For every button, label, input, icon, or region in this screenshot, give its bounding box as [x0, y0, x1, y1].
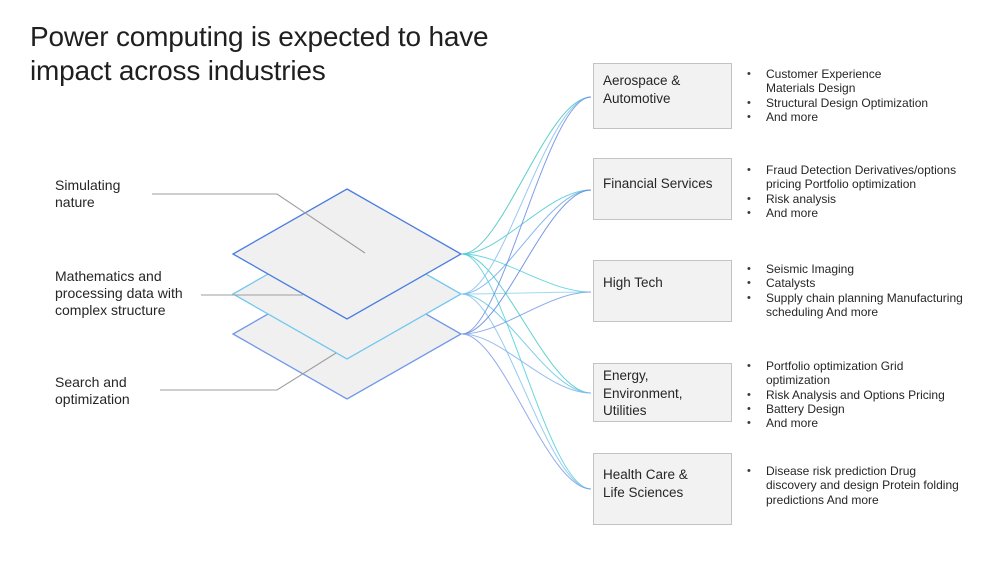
bullet-text: And more [766, 205, 819, 220]
connection-line [461, 253, 592, 394]
leader-line-simulating-nature [152, 193, 366, 254]
bullet-text: Seismic Imaging [766, 262, 855, 276]
bullet-text: And more [766, 109, 819, 124]
bullet-dot-icon: • [747, 96, 751, 109]
connection-line [461, 96, 592, 295]
bullet-text: Structural Design Optimization [766, 95, 929, 110]
concept-label-mathematics-complex-data: Mathematics and processing data with com… [55, 268, 183, 318]
bullet-dot-icon: • [747, 465, 751, 477]
bullet-item: • Battery Design [742, 402, 984, 416]
industry-box-high-tech: High Tech [593, 260, 732, 322]
bullet-item: • Supply chain planning Manufacturing sch… [742, 291, 984, 320]
bullet-item: • Risk Analysis and Options Pricing [742, 388, 984, 402]
bullet-item: • Fraud Detection Derivatives/options pri… [742, 163, 984, 192]
bullet-dot-icon: • [747, 110, 751, 123]
bullet-item: • Catalysts [742, 276, 984, 290]
bullet-item: • Risk analysis [742, 192, 984, 206]
bullet-dot-icon: • [747, 164, 751, 176]
industry-box-energy-environment-utilities: Energy, Environment, Utilities [593, 363, 732, 422]
industry-box-aerospace-automotive: Aerospace & Automotive [593, 63, 732, 129]
bullet-list-aerospace-automotive: • Customer Experience Materials Design • St… [742, 67, 984, 124]
bullet-list-health-care-life-sciences: • Disease risk prediction Drug discovery … [742, 464, 984, 507]
connection-line [461, 253, 592, 490]
connection-line [461, 96, 592, 335]
bullet-dot-icon: • [747, 68, 751, 80]
leader-line-search-optimization [160, 352, 337, 391]
bullet-item: • Structural Design Optimization [742, 96, 984, 110]
bullet-list-energy-environment-utilities: • Portfolio optimization Grid optimizatio… [742, 359, 984, 430]
connection-line [461, 96, 592, 255]
bullet-dot-icon: • [747, 277, 751, 290]
bullet-text: Fraud Detection Derivatives/options pric… [766, 163, 957, 192]
bullet-list-high-tech: • Seismic Imaging • Catalysts • Supply chain … [742, 262, 984, 319]
bullet-item: • Portfolio optimization Grid optimizatio… [742, 359, 984, 388]
bullet-text: Portfolio optimization Grid optimization [766, 359, 904, 388]
diamond-stack [231, 188, 463, 400]
bullet-text: Catalysts [766, 276, 816, 291]
connection-line [461, 333, 592, 490]
concept-label-simulating-nature: Simulating nature [55, 177, 121, 210]
bullet-text: Disease risk prediction Drug discovery a… [766, 464, 959, 507]
bullet-item: • Disease risk prediction Drug discovery … [742, 464, 984, 507]
bullet-dot-icon: • [747, 291, 751, 304]
bullet-item: • Customer Experience Materials Design [742, 67, 984, 96]
bullet-dot-icon: • [747, 360, 751, 372]
bullet-item: • And more [742, 416, 984, 430]
bullet-list-financial-services: • Fraud Detection Derivatives/options pri… [742, 163, 984, 220]
connection-line [461, 291, 592, 335]
connection-line [461, 291, 592, 295]
bullet-text: Risk Analysis and Options Pricing [766, 387, 945, 402]
connection-line [461, 333, 592, 394]
bullet-text: Risk analysis [766, 191, 837, 206]
industry-box-health-care-life-sciences: Health Care & Life Sciences [593, 453, 732, 525]
connection-line [461, 253, 592, 293]
bullet-dot-icon: • [747, 388, 751, 401]
connection-line [461, 189, 592, 255]
connection-curves [461, 96, 592, 490]
page-title: Power computing is expected to have impa… [30, 21, 489, 86]
bullet-dot-icon: • [747, 417, 751, 430]
concept-label-search-optimization: Search and optimization [55, 374, 130, 407]
bullet-text: Supply chain planning Manufacturing sche… [766, 290, 963, 319]
bullet-dot-icon: • [747, 192, 751, 205]
bullet-text: Battery Design [766, 401, 845, 416]
diamond-simulating-nature [231, 188, 463, 320]
bullet-dot-icon: • [747, 206, 751, 219]
bullet-text: And more [766, 416, 819, 431]
connection-line [461, 293, 592, 394]
connection-line [461, 189, 592, 295]
bullet-item: • And more [742, 206, 984, 220]
leader-lines [152, 193, 366, 391]
bullet-item: • Seismic Imaging [742, 262, 984, 276]
connection-line [461, 293, 592, 490]
bullet-dot-icon: • [747, 402, 751, 415]
bullet-item: • And more [742, 110, 984, 124]
bullet-text: Customer Experience Materials Design [766, 67, 882, 96]
industry-box-financial-services: Financial Services [593, 158, 732, 220]
bullet-dot-icon: • [747, 263, 751, 275]
connection-line [461, 189, 592, 335]
